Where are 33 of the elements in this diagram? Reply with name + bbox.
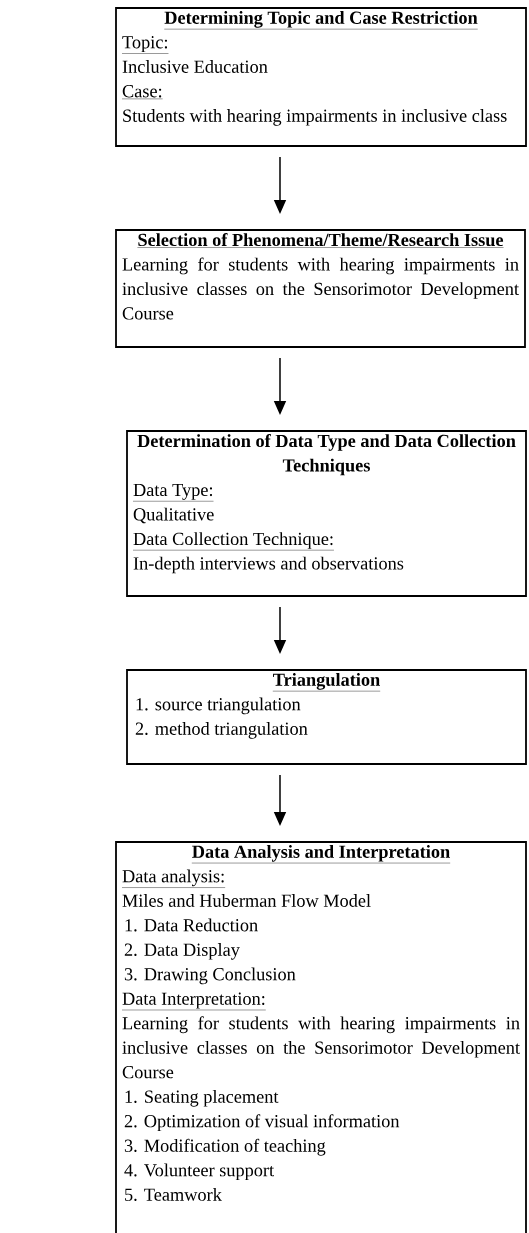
box-heading: Determining Topic and Case Restriction [164,11,478,30]
box-heading: Triangulation [272,673,381,692]
field-label: Data Type: [132,483,214,502]
body-text: Learning for students with hearing impairments in inclusive classes on the Sensorimotor Development Course [122,257,519,320]
list-item: 3. Drawing Conclusion [124,967,296,985]
list-item: 2. Optimization of visual information [124,1114,400,1132]
process-box [126,669,527,765]
list-item: 5. Teamwork [125,1188,222,1201]
list-item: 1. Seating placement [125,1090,279,1107]
field-label: Data Interpretation: [121,992,266,1011]
body-text: Students with hearing impairments in inclusive class [123,109,507,126]
list-item: 3. Modification of teaching [124,1138,326,1156]
body-text: Qualitative [133,507,214,524]
process-box [115,7,527,147]
body-text: Learning for students with hearing impairments in inclusive classes on the Sensorimotor Development Course [122,1016,520,1079]
field-label: Data analysis: [121,869,226,888]
body-text: Inclusive Education [122,60,268,73]
process-box [115,229,526,348]
list-item: 2. method triangulation [135,722,308,739]
field-label: Data Collection Technique: [132,532,335,551]
box-heading: Selection of Phenomena/Theme/Research Issue [137,233,504,248]
body-text: In-depth interviews and observations [133,556,404,574]
list-item: 2. Data Display [124,943,240,960]
field-label: Topic: [121,36,169,54]
box-heading: Data Analysis and Interpretation [191,845,451,864]
process-box [115,841,527,1233]
field-label: Case: [121,85,163,100]
list-item: 1. Data Reduction [125,918,258,932]
process-box [126,430,527,597]
list-item: 4. Volunteer support [124,1163,274,1181]
list-item: 1. source triangulation [136,697,301,715]
body-text: Miles and Huberman Flow Model [122,894,371,907]
box-heading: Determination of Data Type and Data Collection Techniques [137,434,516,476]
